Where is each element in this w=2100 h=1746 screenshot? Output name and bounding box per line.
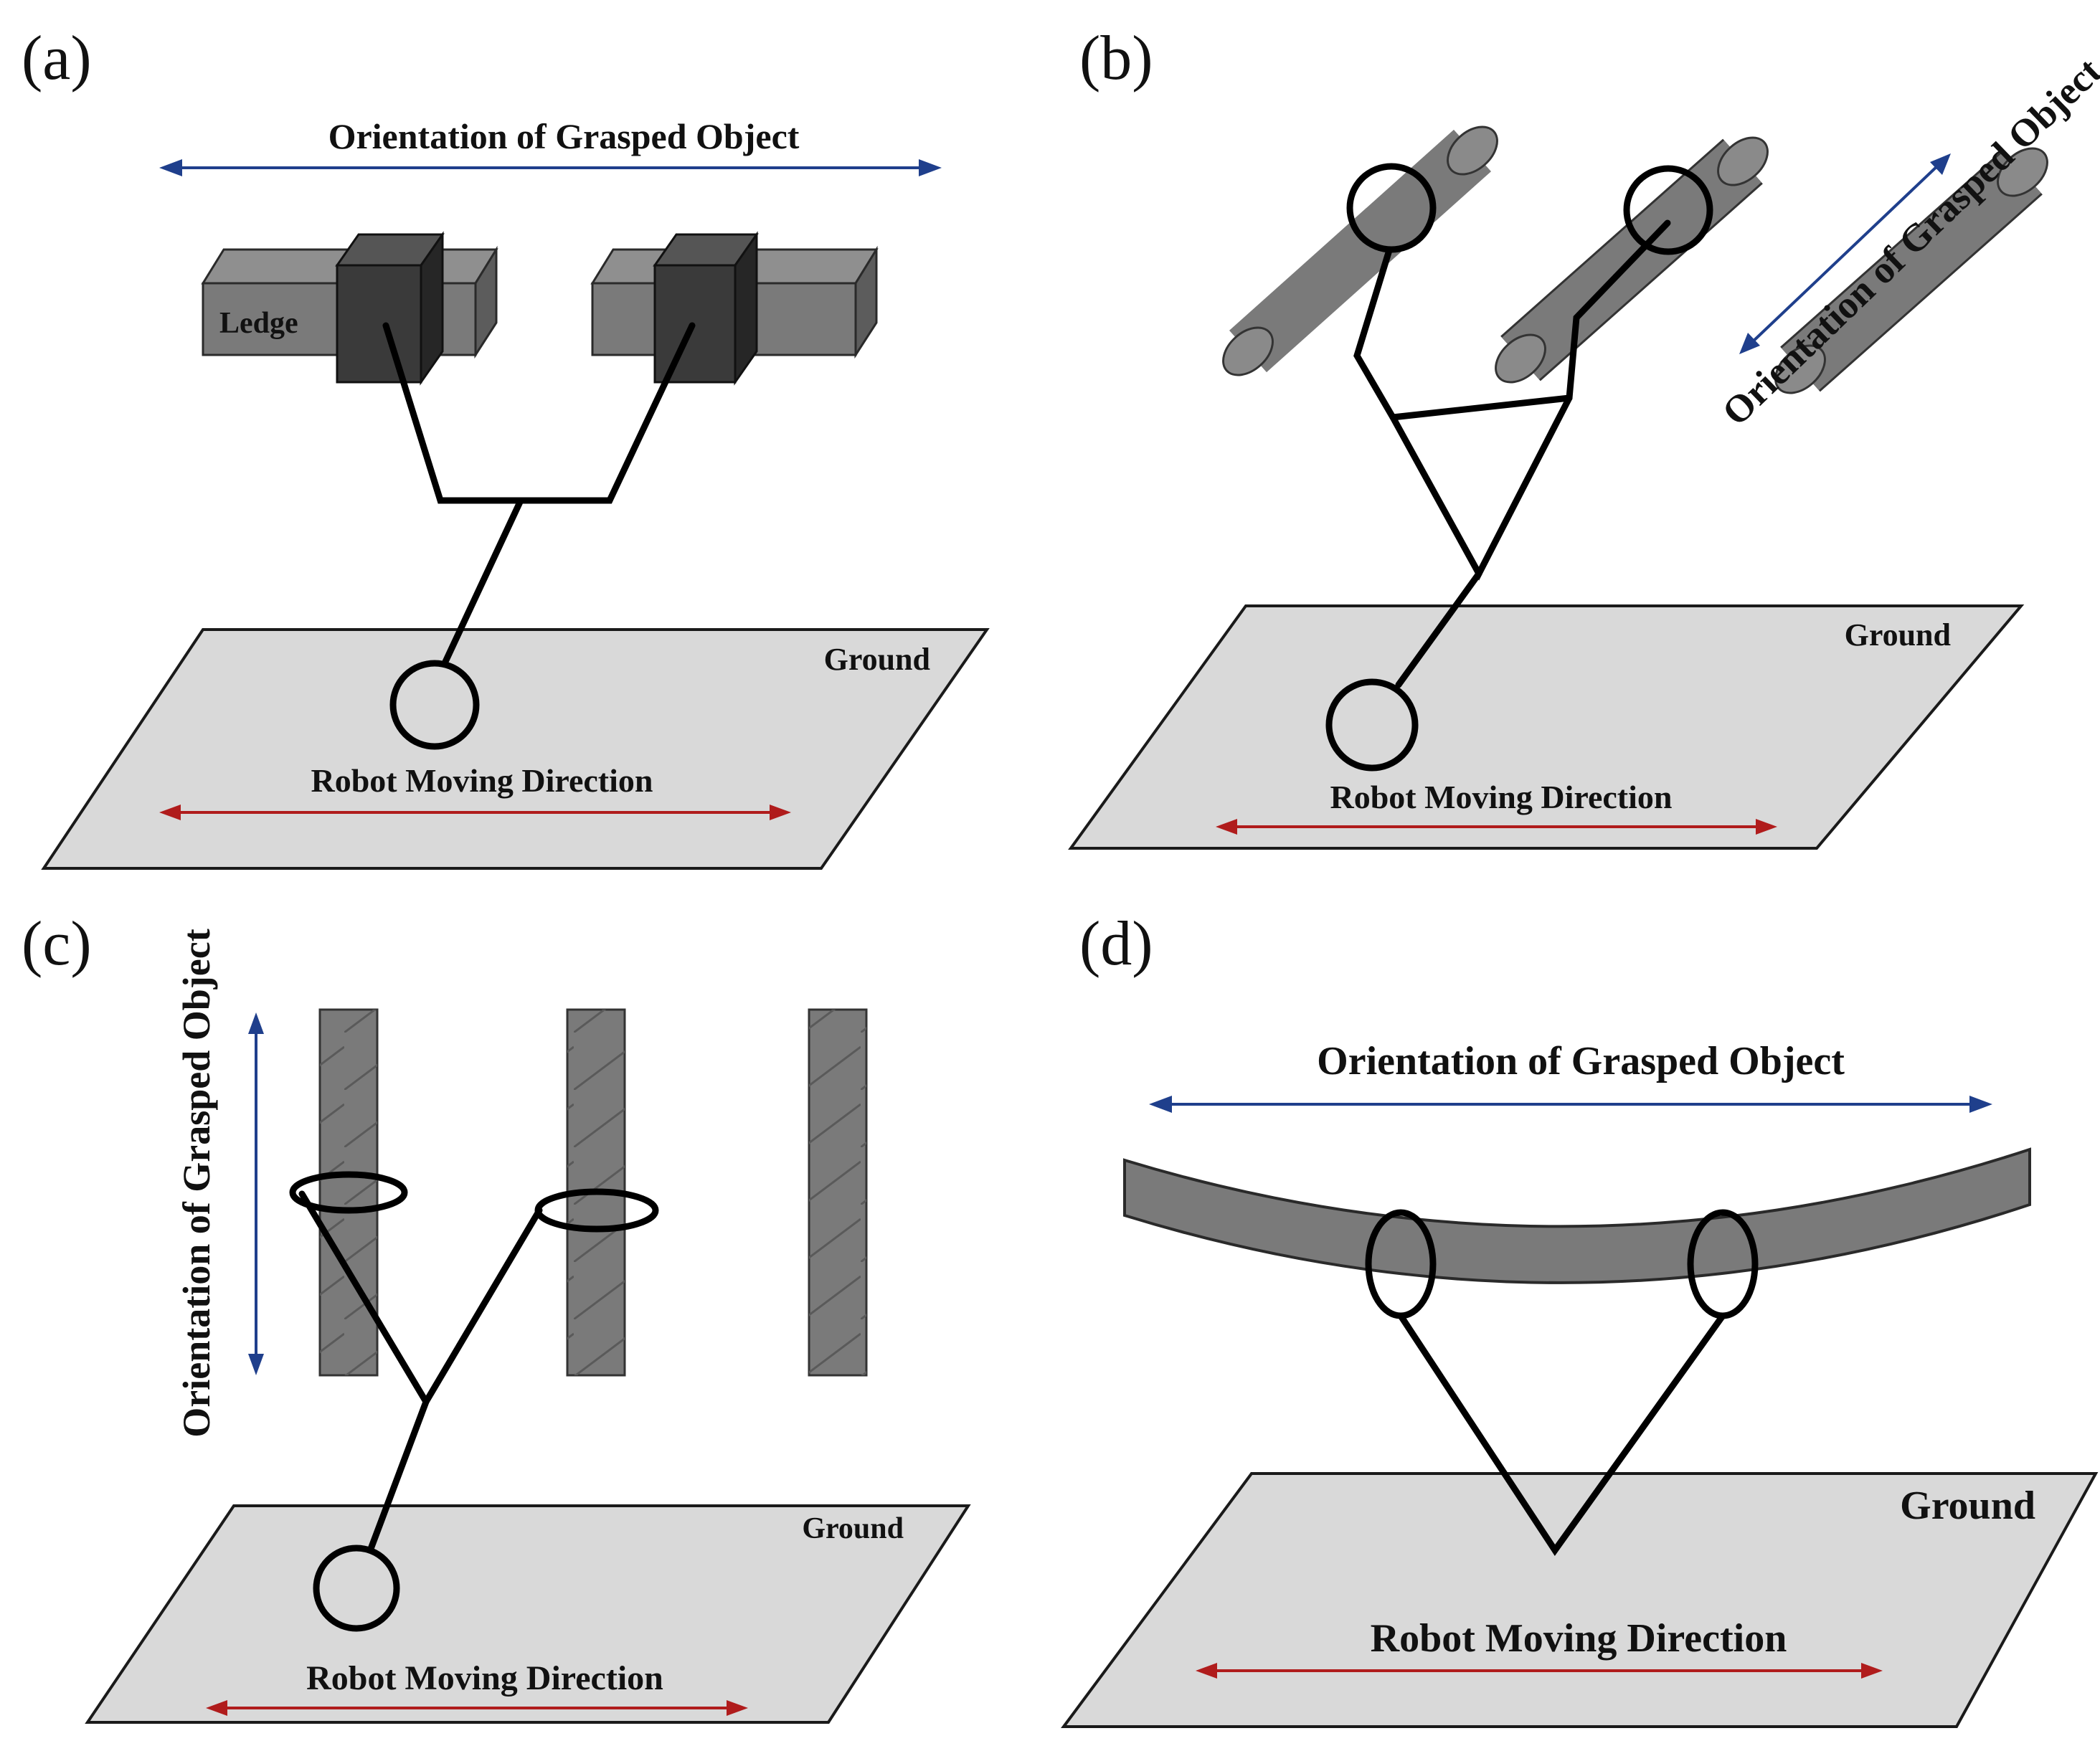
panel-b-cylinder-3 bbox=[1774, 147, 2048, 394]
panel-a-orientation-label: Orientation of Grasped Object bbox=[328, 116, 800, 156]
panel-b-orientation-label: Orientation of Grasped Object bbox=[1713, 49, 2100, 434]
panel-b-ground bbox=[1068, 604, 2025, 850]
panel-b-robot bbox=[1325, 163, 1713, 772]
panel-c-robot bbox=[289, 1171, 659, 1632]
panel-b-cylinder-1 bbox=[1222, 125, 1498, 376]
panel-d-curved-object bbox=[1123, 1147, 2031, 1284]
panel-c-bar-3 bbox=[808, 1008, 868, 1377]
panel-d-robot bbox=[1365, 1209, 1759, 1556]
panel-a: (a) Orientation of Grasped Object Ground… bbox=[22, 24, 990, 870]
panel-c-orientation-arrow bbox=[248, 1012, 264, 1375]
panel-d-moving-arrow bbox=[1196, 1663, 1883, 1679]
panel-c-orientation-label: Orientation of Grasped Object bbox=[175, 929, 218, 1437]
panel-d-orientation-label: Orientation of Grasped Object bbox=[1317, 1039, 1845, 1083]
panel-b-moving-label: Robot Moving Direction bbox=[1330, 779, 1672, 815]
panel-a-ground bbox=[41, 628, 990, 870]
panel-d-orientation-arrow bbox=[1149, 1096, 1992, 1113]
panel-d-moving-label: Robot Moving Direction bbox=[1371, 1616, 1787, 1661]
panel-c: (c) Orientation of Grasped Object Ground bbox=[22, 909, 971, 1724]
panel-b: (b) Ground Robot Moving bbox=[1068, 24, 2100, 850]
panel-a-label: (a) bbox=[22, 24, 92, 93]
panel-d-ground-label: Ground bbox=[1900, 1484, 2035, 1528]
panel-a-robot bbox=[382, 322, 696, 750]
panel-a-ground-label: Ground bbox=[824, 642, 930, 677]
panel-a-moving-arrow bbox=[159, 805, 791, 820]
panel-b-ground-label: Ground bbox=[1845, 617, 1951, 653]
panel-c-label: (c) bbox=[22, 909, 92, 979]
panel-d-ground bbox=[1061, 1472, 2099, 1728]
panel-b-orientation-arrow bbox=[1739, 153, 1951, 354]
panel-a-orientation-arrow bbox=[159, 159, 942, 176]
panel-d: (d) Orientation of Grasped Object Ground… bbox=[1061, 909, 2099, 1728]
panel-c-moving-label: Robot Moving Direction bbox=[306, 1659, 663, 1697]
panel-a-ledge-label: Ledge bbox=[219, 307, 298, 340]
panel-a-right-gripper bbox=[653, 231, 759, 386]
panel-b-label: (b) bbox=[1079, 24, 1153, 93]
panel-c-moving-arrow bbox=[206, 1700, 748, 1716]
panel-a-moving-label: Robot Moving Direction bbox=[311, 762, 653, 799]
panel-c-bar-1 bbox=[318, 1008, 379, 1377]
panel-c-ground bbox=[85, 1504, 971, 1724]
panel-d-label: (d) bbox=[1079, 909, 1153, 979]
panel-c-ground-label: Ground bbox=[802, 1512, 904, 1545]
panel-a-left-gripper bbox=[335, 231, 445, 386]
panel-b-moving-arrow bbox=[1216, 819, 1777, 835]
